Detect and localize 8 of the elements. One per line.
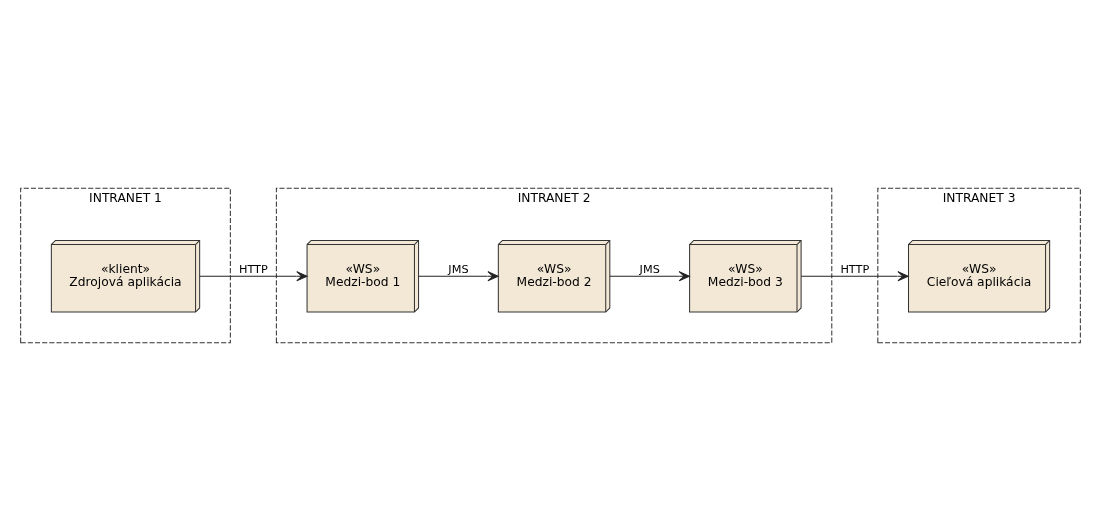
edge-label: JMS: [448, 262, 469, 276]
arrow: [199, 271, 308, 282]
edge-label: JMS: [639, 262, 660, 276]
arrow: [418, 271, 499, 282]
edge-label: HTTP: [840, 262, 870, 276]
edge-label: HTTP: [238, 262, 268, 276]
arrow: [609, 271, 690, 282]
arrow: [800, 271, 909, 282]
